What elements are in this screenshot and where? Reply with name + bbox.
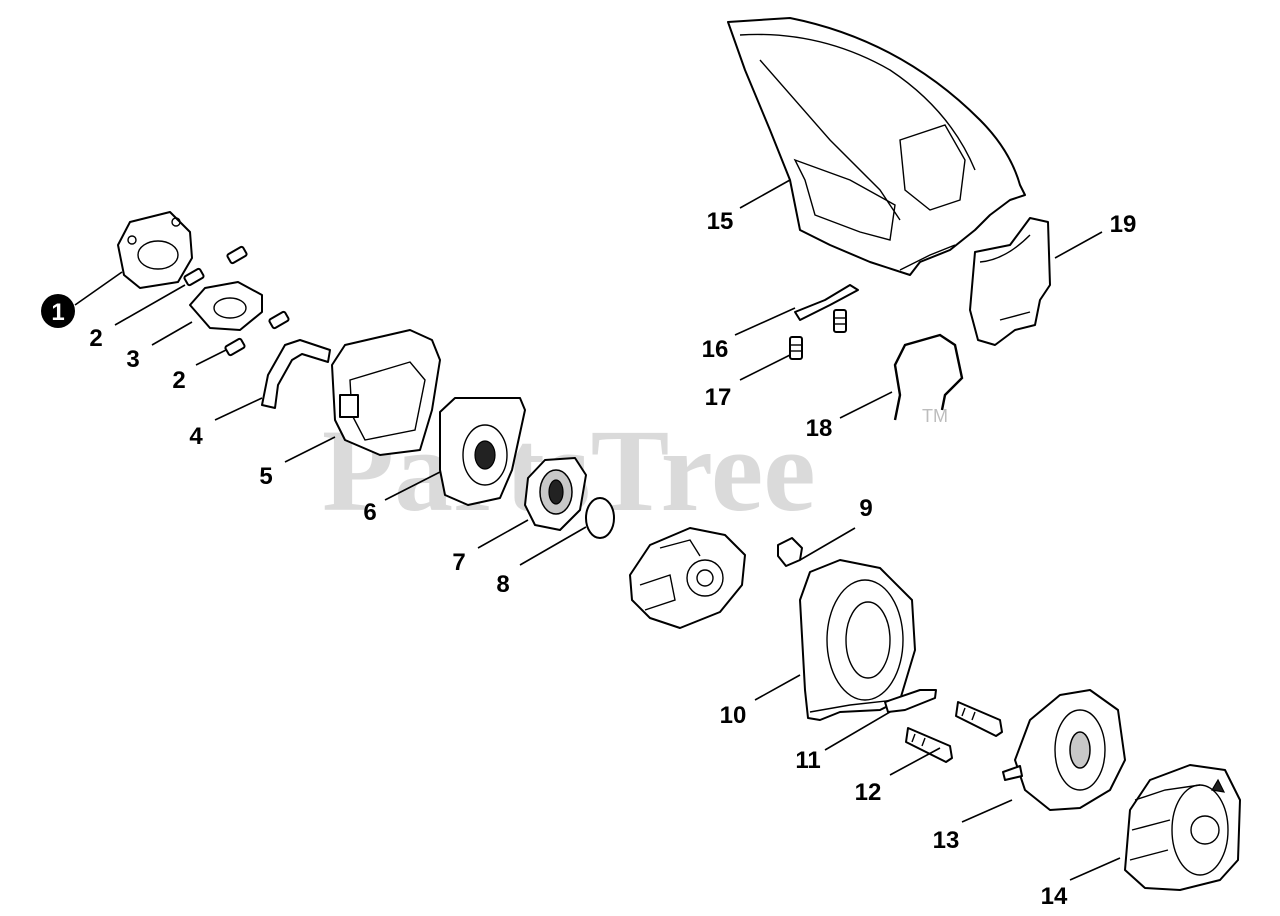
part-13-air-filter-cover-inner[interactable]	[1002, 689, 1126, 811]
callout-3[interactable]: 3	[126, 346, 139, 373]
callout-9[interactable]: 9	[859, 495, 872, 522]
part-17-screws[interactable]	[789, 309, 847, 360]
part-12-bolts[interactable]	[905, 701, 1003, 763]
part-19-bracket[interactable]	[969, 217, 1051, 346]
part-8-gasket[interactable]	[585, 497, 615, 539]
part-10-air-cleaner-case[interactable]	[799, 559, 916, 721]
callout-1-badge[interactable]	[41, 294, 75, 328]
callout-8[interactable]: 8	[496, 571, 509, 598]
callout-15[interactable]: 15	[707, 208, 734, 235]
part-7-adapter[interactable]	[524, 457, 587, 531]
callout-1[interactable]: 1	[51, 299, 64, 326]
leader-lines	[74, 179, 1121, 881]
callout-5[interactable]: 5	[259, 463, 272, 490]
callout-12[interactable]: 12	[855, 779, 882, 806]
carburetor	[629, 527, 746, 629]
part-14-air-filter[interactable]	[1124, 764, 1241, 891]
callout-13[interactable]: 13	[933, 827, 960, 854]
callout-4[interactable]: 4	[189, 423, 203, 450]
callout-2a[interactable]: 2	[89, 325, 102, 352]
callout-11[interactable]: 11	[795, 747, 820, 774]
callout-17[interactable]: 17	[705, 384, 732, 411]
callout-10[interactable]: 10	[720, 702, 747, 729]
part-18-wire-spring[interactable]	[893, 333, 964, 421]
part-16-plate[interactable]	[794, 284, 859, 321]
part-4-hose[interactable]	[261, 339, 331, 409]
part-2-screws[interactable]	[183, 245, 290, 357]
watermark-trademark: TM	[922, 406, 948, 426]
callout-6[interactable]: 6	[363, 499, 376, 526]
part-11-clip[interactable]	[884, 689, 937, 713]
callout-19[interactable]: 19	[1110, 211, 1137, 238]
part-1-insulator[interactable]	[117, 211, 193, 289]
part-9-clip[interactable]	[777, 537, 803, 567]
part-3-gasket-joint[interactable]	[189, 281, 263, 331]
callout-18[interactable]: 18	[806, 415, 833, 442]
callout-16[interactable]: 16	[702, 336, 729, 363]
part-15-shroud[interactable]	[727, 17, 1026, 276]
callout-14[interactable]: 14	[1041, 883, 1068, 910]
callout-2b[interactable]: 2	[172, 367, 185, 394]
callout-7[interactable]: 7	[452, 549, 465, 576]
part-5-intake-case[interactable]	[331, 329, 441, 456]
part-6-plate[interactable]	[439, 397, 526, 506]
